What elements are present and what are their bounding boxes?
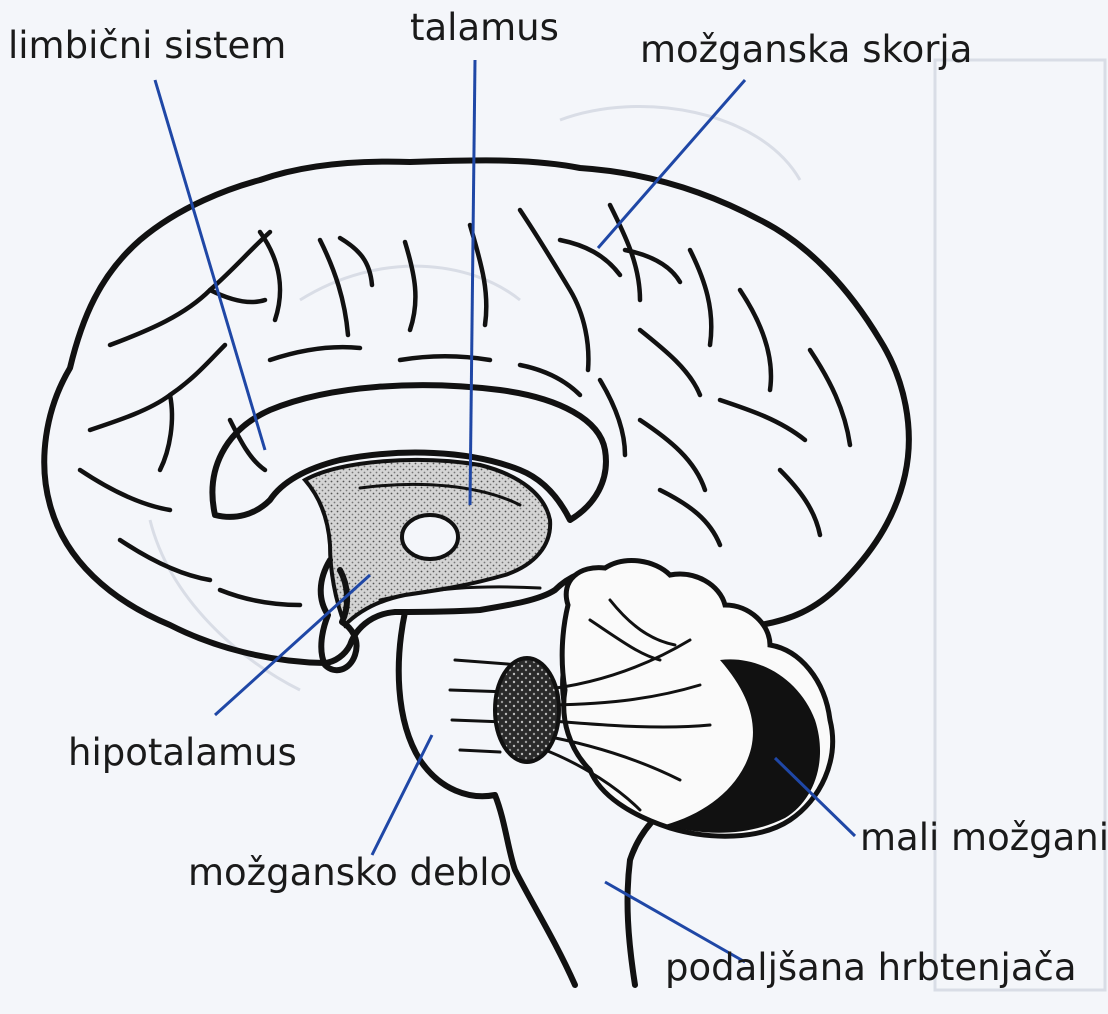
label-cerebellum: mali možgani xyxy=(860,816,1108,859)
label-thalamus: talamus xyxy=(410,6,559,49)
label-medulla: podaljšana hrbtenjača xyxy=(665,946,1077,989)
interthalamic-adhesion xyxy=(402,515,458,559)
leader-brainstem xyxy=(372,735,432,855)
label-limbic-system: limbični sistem xyxy=(8,24,286,67)
label-brainstem: možgansko deblo xyxy=(188,851,512,894)
cerebellar-peduncle xyxy=(495,658,559,762)
label-hypothalamus: hipotalamus xyxy=(68,731,297,774)
leader-cortex xyxy=(598,80,745,248)
label-cerebral-cortex: možganska skorja xyxy=(640,28,972,71)
leader-thalamus xyxy=(470,60,475,505)
